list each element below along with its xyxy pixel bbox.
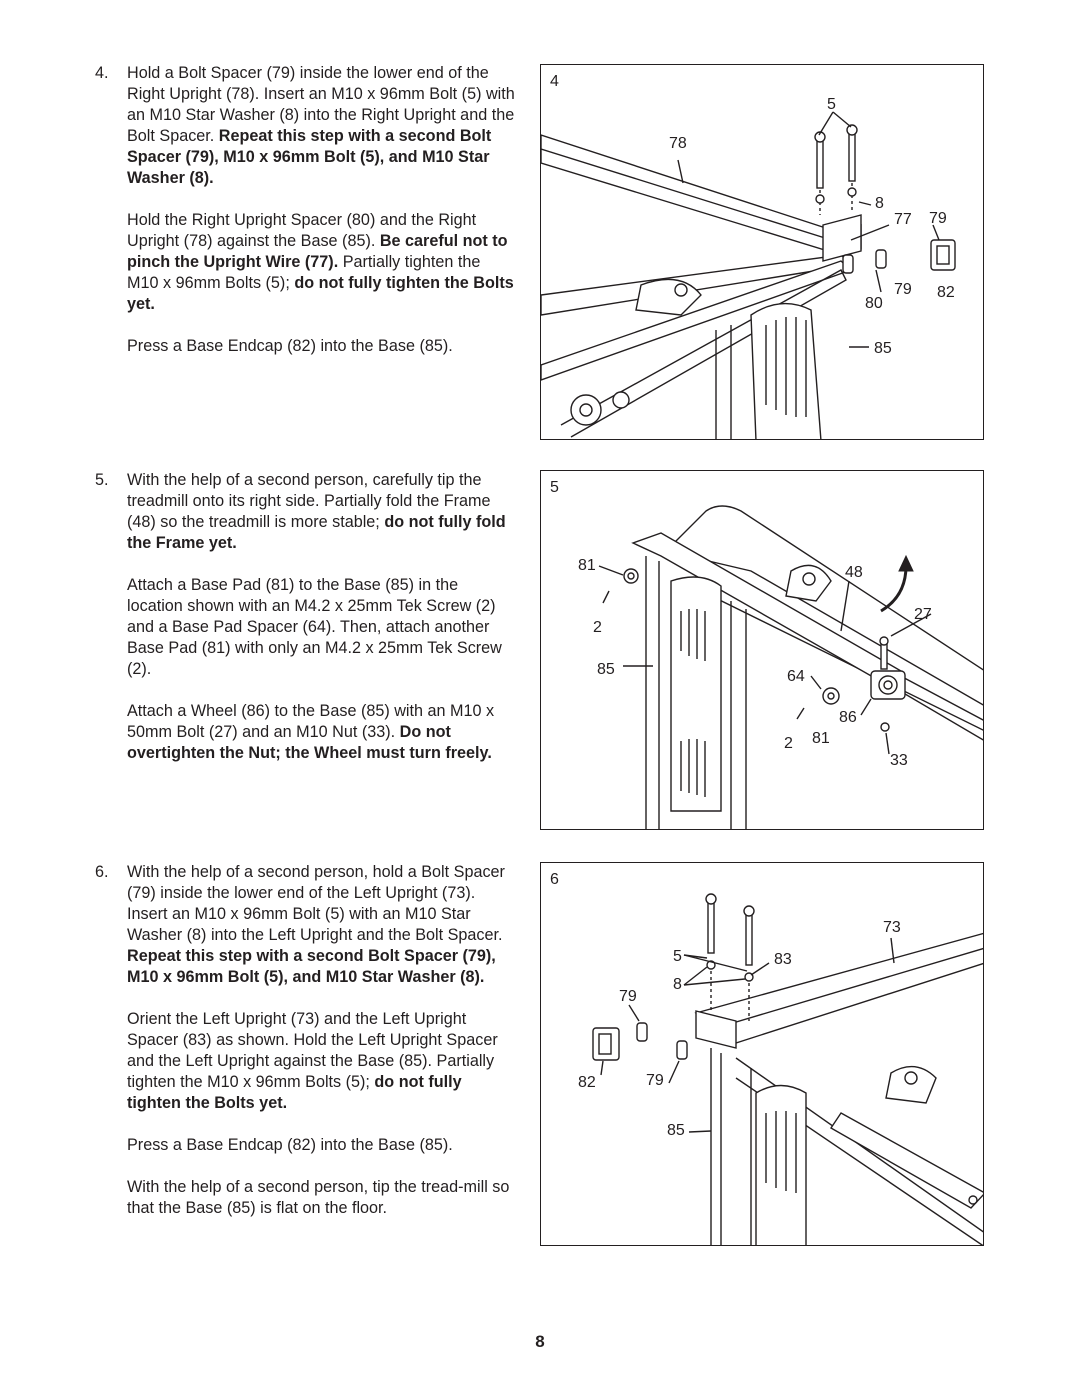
step-5: 5. With the help of a second person, car… bbox=[95, 470, 515, 785]
callout-27: 27 bbox=[914, 606, 932, 623]
callout-48: 48 bbox=[845, 564, 863, 581]
step-paragraph: Press a Base Endcap (82) into the Base (… bbox=[127, 336, 515, 357]
callout-86: 86 bbox=[839, 709, 857, 726]
step-number: 5. bbox=[95, 471, 109, 489]
step-paragraph: With the help of a second person, carefu… bbox=[127, 470, 515, 554]
step-paragraph: Orient the Left Upright (73) and the Lef… bbox=[127, 1009, 515, 1114]
step-paragraph: With the help of a second person, tip th… bbox=[127, 1177, 515, 1219]
callout-8: 8 bbox=[673, 976, 682, 993]
text-run: Attach a Base Pad (81) to the Base (85) … bbox=[127, 576, 502, 678]
figure-6-number: 6 bbox=[550, 871, 559, 888]
callout-77: 77 bbox=[894, 211, 912, 228]
bold-text: Do not overtighten the Nut; the Wheel mu… bbox=[127, 723, 492, 762]
step-paragraph: Hold a Bolt Spacer (79) inside the lower… bbox=[127, 63, 515, 189]
page-number: 8 bbox=[535, 1332, 545, 1351]
text-run: Hold the Right Upright Spacer (80) and t… bbox=[127, 211, 477, 250]
callout-79: 79 bbox=[646, 1072, 664, 1089]
text-run: With the help of a second person, tip th… bbox=[127, 1178, 510, 1217]
callout-80: 80 bbox=[865, 295, 883, 312]
step-6: 6. With the help of a second person, hol… bbox=[95, 862, 515, 1240]
step-body: Hold a Bolt Spacer (79) inside the lower… bbox=[127, 63, 515, 357]
text-run: Press a Base Endcap (82) into the Base (… bbox=[127, 337, 453, 355]
callout-85: 85 bbox=[597, 661, 615, 678]
step-paragraph: Attach a Base Pad (81) to the Base (85) … bbox=[127, 575, 515, 680]
bold-text: do not fully fold the Frame yet. bbox=[127, 513, 506, 552]
callout-81: 81 bbox=[578, 557, 596, 574]
text-run: With the help of a second person, carefu… bbox=[127, 471, 491, 531]
step-4: 4. Hold a Bolt Spacer (79) inside the lo… bbox=[95, 63, 515, 378]
step-paragraph: Hold the Right Upright Spacer (80) and t… bbox=[127, 210, 515, 315]
callout-85: 85 bbox=[874, 340, 892, 357]
callout-82: 82 bbox=[578, 1074, 596, 1091]
text-run: Partially tighten the M10 x 96mm Bolts (… bbox=[127, 253, 481, 292]
bold-text: Be careful not to pinch the Upright Wire… bbox=[127, 232, 508, 271]
callout-64: 64 bbox=[787, 668, 805, 685]
text-run: With the help of a second person, hold a… bbox=[127, 863, 505, 944]
figure-6: 6 73 5 83 8 79 82 79 85 bbox=[540, 862, 984, 1246]
callout-79: 79 bbox=[619, 988, 637, 1005]
callout-83: 83 bbox=[774, 951, 792, 968]
bold-text: do not fully tighten the Bolts yet. bbox=[127, 274, 514, 313]
bold-text: Repeat this step with a second Bolt Spac… bbox=[127, 947, 496, 986]
text-run: Press a Base Endcap (82) into the Base (… bbox=[127, 1136, 453, 1154]
text-run: Hold a Bolt Spacer (79) inside the lower… bbox=[127, 64, 515, 145]
callout-8: 8 bbox=[875, 195, 884, 212]
step-paragraph: Press a Base Endcap (82) into the Base (… bbox=[127, 1135, 515, 1156]
callout-85: 85 bbox=[667, 1122, 685, 1139]
callout-79: 79 bbox=[894, 281, 912, 298]
text-run: Orient the Left Upright (73) and the Lef… bbox=[127, 1010, 498, 1091]
callout-5: 5 bbox=[827, 96, 836, 113]
step-paragraph: Attach a Wheel (86) to the Base (85) wit… bbox=[127, 701, 515, 764]
figure-5: 5 81 48 27 2 85 64 86 2 81 33 bbox=[540, 470, 984, 830]
figure-5-number: 5 bbox=[550, 479, 559, 496]
callout-79: 79 bbox=[929, 210, 947, 227]
callout-2: 2 bbox=[784, 735, 793, 752]
step-body: With the help of a second person, carefu… bbox=[127, 470, 515, 764]
step-paragraph: With the help of a second person, hold a… bbox=[127, 862, 515, 988]
callout-82: 82 bbox=[937, 284, 955, 301]
figure-4-number: 4 bbox=[550, 73, 559, 90]
text-run: Attach a Wheel (86) to the Base (85) wit… bbox=[127, 702, 495, 741]
callout-81: 81 bbox=[812, 730, 830, 747]
step-number: 6. bbox=[95, 863, 109, 881]
callout-2: 2 bbox=[593, 619, 602, 636]
step-number: 4. bbox=[95, 64, 109, 82]
figure-6-drawing bbox=[592, 893, 983, 1245]
callout-33: 33 bbox=[890, 752, 908, 769]
figure-5-drawing bbox=[598, 505, 983, 829]
bold-text: Repeat this step with a second Bolt Spac… bbox=[127, 127, 492, 187]
bold-text: do not fully tighten the Bolts yet. bbox=[127, 1073, 462, 1112]
callout-5: 5 bbox=[673, 948, 682, 965]
step-body: With the help of a second person, hold a… bbox=[127, 862, 515, 1219]
figure-4: 4 78 5 8 77 79 79 82 80 85 bbox=[540, 64, 984, 440]
figure-4-drawing bbox=[541, 111, 956, 439]
callout-73: 73 bbox=[883, 919, 901, 936]
callout-78: 78 bbox=[669, 135, 687, 152]
